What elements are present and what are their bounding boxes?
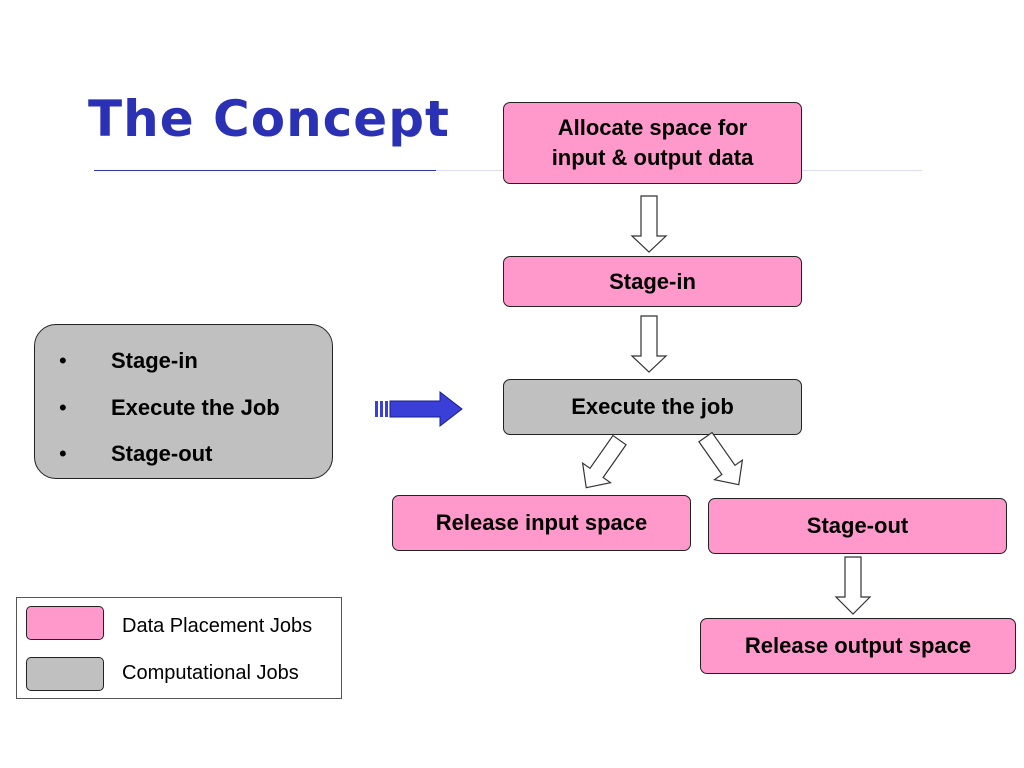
- stage-out-node: Stage-out: [708, 498, 1007, 554]
- legend-swatch-computational: [26, 657, 104, 691]
- summary-item-label: Execute the Job: [111, 395, 280, 420]
- allocate-space-line2: input & output data: [551, 145, 754, 170]
- release-input-label: Release input space: [435, 510, 648, 535]
- slide-title: The Concept: [88, 90, 450, 148]
- execute-job-label: Execute the job: [571, 394, 734, 419]
- legend-label-data-placement: Data Placement Jobs: [122, 615, 313, 637]
- stage-in-node: Stage-in: [503, 256, 802, 307]
- legend-label-computational: Computational Jobs: [122, 662, 299, 684]
- pointer-arrow-icon: [375, 390, 463, 428]
- release-output-node: Release output space: [700, 618, 1016, 674]
- stage-in-label: Stage-in: [609, 268, 696, 294]
- bullet: •: [59, 395, 67, 420]
- down-left-arrow-icon: [581, 434, 627, 489]
- bullet: •: [59, 348, 67, 373]
- release-input-node: Release input space: [392, 495, 691, 551]
- release-output-label: Release output space: [744, 633, 972, 658]
- down-arrow-icon: [630, 315, 668, 373]
- allocate-space-line1: Allocate space for: [557, 115, 748, 140]
- bullet: •: [59, 441, 67, 466]
- summary-box: • Stage-in • Execute the Job • Stage-out: [34, 324, 333, 479]
- down-arrow-icon: [834, 556, 872, 615]
- execute-job-node: Execute the job: [503, 379, 802, 435]
- down-arrow-icon: [630, 195, 668, 253]
- summary-item-label: Stage-out: [111, 441, 213, 466]
- summary-item-label: Stage-in: [111, 348, 198, 373]
- legend-swatch-data-placement: [26, 606, 104, 640]
- down-right-arrow-icon: [698, 431, 744, 486]
- allocate-space-node: Allocate space for input & output data: [503, 102, 802, 184]
- title-underline: [94, 170, 436, 171]
- legend: Data Placement Jobs Computational Jobs: [16, 597, 342, 699]
- stage-out-label: Stage-out: [806, 513, 909, 538]
